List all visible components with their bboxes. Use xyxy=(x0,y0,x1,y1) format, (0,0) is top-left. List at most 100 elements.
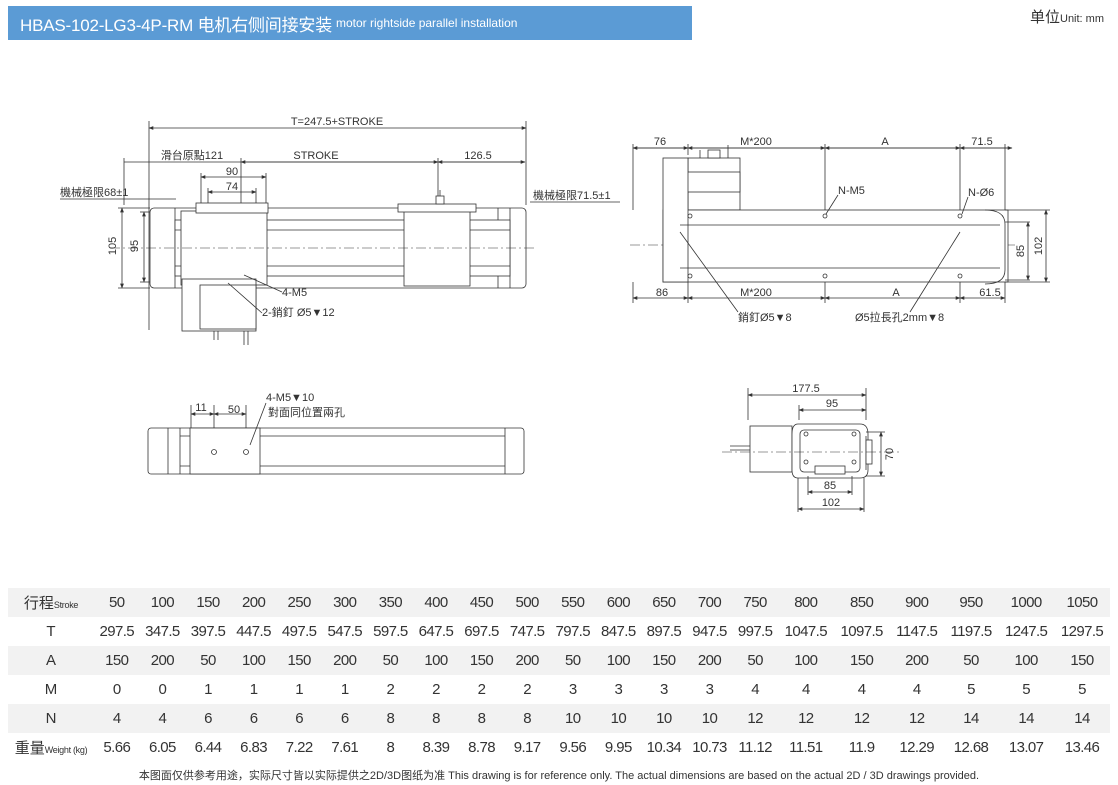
dim-95: 95 xyxy=(129,240,141,252)
cell-weight-17: 12.29 xyxy=(889,733,944,762)
header-weight-en: Weight (kg) xyxy=(44,745,88,755)
dim-74: 74 xyxy=(226,181,238,193)
dim-11: 11 xyxy=(195,402,206,414)
cell-t-13: 947.5 xyxy=(686,617,733,646)
cell-stroke-15: 800 xyxy=(777,588,834,617)
cell-m-0: 0 xyxy=(94,675,140,704)
cell-a-18: 50 xyxy=(943,646,999,675)
cell-t-19: 1247.5 xyxy=(998,617,1055,646)
cell-n-18: 14 xyxy=(943,704,999,733)
label-pin-side: 銷釘Ø5▼8 xyxy=(738,310,792,324)
cell-n-3: 6 xyxy=(230,704,277,733)
header-stroke-en: Stroke xyxy=(53,600,79,610)
dim-total: T=247.5+STROKE xyxy=(291,116,383,128)
bottom-view xyxy=(147,402,525,475)
cell-m-17: 4 xyxy=(889,675,944,704)
cell-weight-7: 8.39 xyxy=(413,733,459,762)
cell-a-5: 200 xyxy=(321,646,368,675)
limit-right: 機械極限71.5±1 xyxy=(533,188,611,202)
cell-m-13: 3 xyxy=(686,675,733,704)
cell-n-12: 10 xyxy=(641,704,687,733)
cell-stroke-17: 900 xyxy=(889,588,944,617)
cell-n-11: 10 xyxy=(595,704,642,733)
header-weight-cn: 重量 xyxy=(14,740,45,757)
cell-t-8: 697.5 xyxy=(458,617,505,646)
cell-stroke-1: 100 xyxy=(139,588,186,617)
cell-weight-10: 9.56 xyxy=(549,733,596,762)
cell-a-9: 200 xyxy=(504,646,550,675)
cell-weight-16: 11.9 xyxy=(833,733,890,762)
cell-t-20: 1297.5 xyxy=(1054,617,1110,646)
cell-m-20: 5 xyxy=(1054,675,1110,704)
unit-en: Unit: mm xyxy=(1060,13,1104,25)
cell-stroke-4: 250 xyxy=(276,588,322,617)
cell-n-13: 10 xyxy=(686,704,733,733)
dim-76: 76 xyxy=(654,136,666,148)
cell-weight-18: 12.68 xyxy=(943,733,999,762)
cell-n-10: 10 xyxy=(549,704,596,733)
cell-a-0: 150 xyxy=(94,646,140,675)
cell-weight-5: 7.61 xyxy=(321,733,368,762)
cell-t-9: 747.5 xyxy=(504,617,550,646)
header-stroke: 行程Stroke xyxy=(8,588,94,617)
dim-origin: 滑台原點121 xyxy=(161,148,223,162)
cell-weight-6: 8 xyxy=(367,733,414,762)
header-m: M xyxy=(8,675,94,704)
cell-n-6: 8 xyxy=(367,704,414,733)
cell-m-12: 3 xyxy=(641,675,687,704)
cell-n-8: 8 xyxy=(458,704,505,733)
cell-a-7: 100 xyxy=(413,646,459,675)
cell-stroke-12: 650 xyxy=(641,588,687,617)
cell-a-19: 100 xyxy=(998,646,1055,675)
unit-cn: 单位 xyxy=(1029,9,1060,26)
technical-drawing: T=247.5+STROKE 滑台原點121 STROKE 126.5 90 7… xyxy=(60,116,1050,512)
limit-left: 機械極限68±1 xyxy=(60,185,128,199)
model-subtitle: motor rightside parallel installation xyxy=(336,16,518,30)
unit-label: 单位Unit: mm xyxy=(1030,6,1104,27)
cell-weight-0: 5.66 xyxy=(94,733,140,762)
cell-m-11: 3 xyxy=(595,675,642,704)
dim-102: 102 xyxy=(1033,237,1045,255)
cell-stroke-10: 550 xyxy=(549,588,596,617)
header-weight: 重量Weight (kg) xyxy=(8,733,94,762)
cell-t-3: 447.5 xyxy=(230,617,277,646)
dim-85-end: 85 xyxy=(824,480,836,492)
cell-t-2: 397.5 xyxy=(185,617,231,646)
cell-a-12: 150 xyxy=(641,646,687,675)
cell-a-17: 200 xyxy=(889,646,944,675)
dim-70: 70 xyxy=(884,448,896,460)
cell-n-15: 12 xyxy=(777,704,834,733)
cell-m-3: 1 xyxy=(230,675,277,704)
cell-stroke-9: 500 xyxy=(504,588,550,617)
label-pin-top: 2-銷釘 Ø5▼12 xyxy=(262,305,335,319)
dim-m200-bottom: M*200 xyxy=(740,287,772,299)
cell-weight-3: 6.83 xyxy=(230,733,277,762)
cell-weight-19: 13.07 xyxy=(998,733,1055,762)
cell-m-1: 0 xyxy=(139,675,186,704)
cell-weight-2: 6.44 xyxy=(185,733,231,762)
cell-stroke-5: 300 xyxy=(321,588,368,617)
label-opposite-holes: 對面同位置兩孔 xyxy=(268,405,345,419)
title-bar: HBAS-102-LG3-4P-RM 电机右侧间接安装 motor rights… xyxy=(8,6,692,40)
cell-m-2: 1 xyxy=(185,675,231,704)
cell-stroke-14: 750 xyxy=(732,588,778,617)
cell-m-9: 2 xyxy=(504,675,550,704)
cell-n-19: 14 xyxy=(998,704,1055,733)
dim-90: 90 xyxy=(226,166,238,178)
cell-a-20: 150 xyxy=(1054,646,1110,675)
cell-t-11: 847.5 xyxy=(595,617,642,646)
cell-t-15: 1047.5 xyxy=(777,617,834,646)
cell-m-4: 1 xyxy=(276,675,322,704)
cell-m-15: 4 xyxy=(777,675,834,704)
dim-105: 105 xyxy=(107,237,119,255)
cell-n-4: 6 xyxy=(276,704,322,733)
dim-85: 85 xyxy=(1015,245,1027,257)
cell-m-8: 2 xyxy=(458,675,505,704)
cell-a-16: 150 xyxy=(833,646,890,675)
dim-a-bottom: A xyxy=(892,287,900,299)
cell-stroke-3: 200 xyxy=(230,588,277,617)
label-slot: Ø5拉長孔2mm▼8 xyxy=(855,310,944,324)
